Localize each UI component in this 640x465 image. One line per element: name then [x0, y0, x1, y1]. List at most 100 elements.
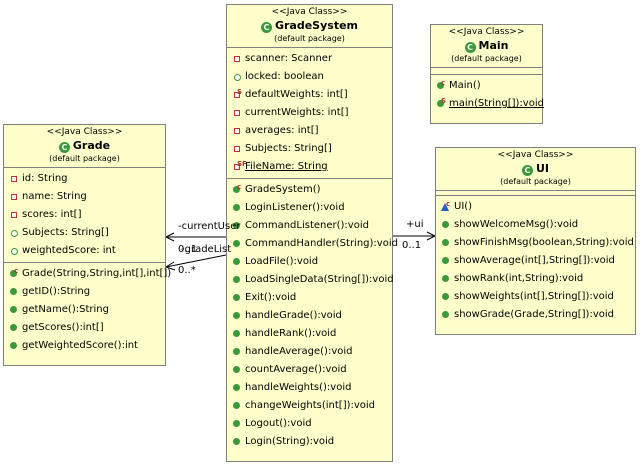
constructor-icon [437, 82, 444, 89]
method-icon [442, 257, 449, 264]
package-label: (default package) [274, 34, 345, 43]
method-icon [233, 420, 240, 427]
method-row: getScores():int[] [4, 319, 165, 337]
method-icon [233, 258, 240, 265]
method-row: getName():String [4, 301, 165, 319]
stereotype-label: <<Java Class>> [46, 127, 123, 137]
method-icon [233, 384, 240, 391]
attribute-row: Subjects: String[] [4, 224, 165, 242]
attribute-row: weightedScore: int [4, 242, 165, 260]
method-icon [233, 240, 240, 247]
attribute-row: Subjects: String[] [227, 140, 392, 158]
class-icon: C [58, 142, 70, 153]
method-icon [10, 306, 17, 313]
method-row: showGrade(Grade,String[]):void [436, 306, 635, 324]
method-row: CommandHandler(String):void [227, 235, 398, 253]
private-field-icon [234, 128, 240, 134]
class-icon: C [521, 165, 533, 176]
package-field-icon [11, 248, 18, 255]
method-row: showWeights(int[],String[]):void [436, 288, 635, 306]
private-field-icon [11, 212, 17, 218]
method-row: handleAverage():void [227, 343, 392, 361]
method-row: showRank(int,String):void [436, 270, 635, 288]
package-label: (default package) [451, 54, 522, 63]
attribute-row: name: String [4, 188, 165, 206]
attribute-row: scanner: Scanner [227, 50, 392, 68]
class-name: Main [478, 39, 509, 52]
method-icon [10, 342, 17, 349]
method-row: handleWeights():void [227, 379, 392, 397]
class-icon: C [464, 42, 476, 53]
package-label: (default package) [49, 154, 120, 163]
method-icon [233, 294, 240, 301]
stereotype-label: <<Java Class>> [271, 7, 348, 17]
method-icon [442, 275, 449, 282]
method-row: getWeightedScore():int [4, 337, 165, 355]
method-row: Login(String):void [227, 433, 392, 451]
private-field-icon [234, 146, 240, 152]
attributes-section [431, 68, 542, 75]
method-icon [10, 288, 17, 295]
package-label: (default package) [500, 177, 571, 186]
attribute-row: scores: int[] [4, 206, 165, 224]
method-icon [233, 366, 240, 373]
method-icon [233, 276, 240, 283]
method-row: Exit():void [227, 289, 392, 307]
attributes-section: id: String name: String scores: int[] Su… [4, 168, 165, 263]
ui-multiplicity: 0..1 [402, 240, 422, 251]
attribute-row: locked: boolean [227, 68, 392, 86]
method-row: changeWeights(int[]):void [227, 397, 392, 415]
method-row: showWelcomeMsg():void [436, 216, 635, 234]
class-name: UI [535, 162, 550, 175]
method-icon [233, 402, 240, 409]
package-field-icon [234, 74, 241, 81]
attributes-section [436, 191, 635, 196]
method-icon [442, 221, 449, 228]
static-field-icon [234, 92, 240, 98]
ui-role-label: +ui [406, 219, 424, 230]
method-icon [233, 330, 240, 337]
method-icon [442, 239, 449, 246]
static-method-icon [437, 100, 444, 107]
package-field-icon [11, 230, 18, 237]
method-icon [442, 293, 449, 300]
stereotype-label: <<Java Class>> [448, 27, 525, 37]
attribute-row: currentWeights: int[] [227, 104, 392, 122]
class-name: Grade [72, 139, 111, 152]
method-icon [233, 438, 240, 445]
attribute-row: id: String [4, 170, 165, 188]
method-row: countAverage():void [227, 361, 392, 379]
private-field-icon [234, 56, 240, 62]
constructor-icon [233, 186, 240, 193]
method-icon [10, 324, 17, 331]
method-row: handleRank():void [227, 325, 392, 343]
stereotype-label: <<Java Class>> [497, 150, 574, 160]
method-row: getID():String [4, 283, 165, 301]
method-icon [233, 312, 240, 319]
static-final-field-icon [234, 164, 240, 170]
protected-constructor-icon [441, 203, 449, 211]
private-field-icon [234, 110, 240, 116]
method-row: Logout():void [227, 415, 392, 433]
method-row: handleGrade():void [227, 307, 392, 325]
private-field-icon [11, 176, 17, 182]
method-row: LoadFile():void [227, 253, 392, 271]
method-row: showAverage(int[],String[]):void [436, 252, 635, 270]
private-field-icon [11, 194, 17, 200]
